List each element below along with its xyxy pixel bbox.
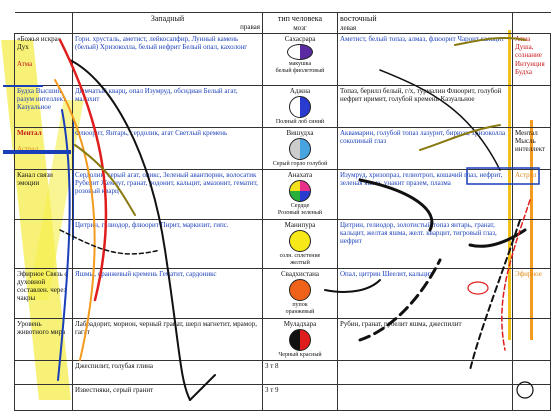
chakra-disc xyxy=(289,180,311,203)
chakra-cell: Свадхистана пупок оранжевый xyxy=(262,268,338,320)
west-stones: Горн. хрусталь, аметист, лейкосапфир, Лу… xyxy=(72,33,263,87)
east-stones: Топаз, берилл белый, г/х, турмалин Флюор… xyxy=(337,85,513,129)
level-cell xyxy=(14,219,73,270)
table-row: Канал связи эмоции Сердолик, серый агат,… xyxy=(14,169,551,221)
east-stones: Аметист, белый топаз, алмаз, флюорит Чар… xyxy=(337,33,513,87)
level-cell: Эфирное Связь с духовной составлен. чере… xyxy=(14,268,73,320)
chakra-cell: Манипура солн. сплетение желтый xyxy=(262,219,338,270)
west-stones: Сердолик, серый агат, оникс, Зеленый ава… xyxy=(72,169,263,221)
chakra-disc xyxy=(289,230,311,253)
west-stones: Флюорит, Янтарь, сердолик, агат Светлый … xyxy=(72,127,263,171)
east-stones: Изумруд, хризопраз, гелиотроп, кошачий г… xyxy=(337,169,513,221)
chakra-disc xyxy=(289,329,311,352)
level-cell: Канал связи эмоции xyxy=(14,169,73,221)
chakra-cell: Вишудха Серый горло голубой xyxy=(262,127,338,171)
far-cell: Эфирное xyxy=(512,268,551,320)
chakra-disc xyxy=(287,44,313,61)
table-row: Уровень животного мира Лабрадорит, морио… xyxy=(14,318,551,362)
east-stones: Аквамарин, голубой топаз лазурит, бирюза… xyxy=(337,127,513,171)
chakra-disc xyxy=(289,96,311,119)
east-stones: Рубин, гранат, рубелит яшма, джеспилит xyxy=(337,318,513,362)
east-stones: Опал, цитрин Шеелит, кальцит xyxy=(337,268,513,320)
chakra-cell: Анахата Сердце Розовый зеленый xyxy=(262,169,338,221)
chakra-cell: Аджна Полный лоб синий xyxy=(262,85,338,129)
chakra-disc xyxy=(289,138,311,161)
far-cell xyxy=(512,318,551,362)
far-cell xyxy=(512,219,551,270)
west-stones: Дымчатый кварц, опал Изумруд, обсидиан Б… xyxy=(72,85,263,129)
east-stones: Цитрин, гелиодор, золотистый топаз янтар… xyxy=(337,219,513,270)
level-cell xyxy=(14,360,73,386)
east-stones xyxy=(337,360,513,386)
level-cell xyxy=(14,384,73,411)
chakra-cell: Сахасрара макушка белый фиолетовый xyxy=(262,33,338,87)
table-row: Джеспилит, голубая глина 3 т 8 xyxy=(14,360,551,386)
chakra-cell: Муладхара Черный красный xyxy=(262,318,338,362)
table-row: Эфирное Связь с духовной составлен. чере… xyxy=(14,268,551,320)
far-cell xyxy=(512,384,551,411)
chakra-cell: 3 т 9 xyxy=(262,384,338,411)
east-stones xyxy=(337,384,513,411)
west-stones: Лабрадорит, морион, черный гранат, шерл … xyxy=(72,318,263,362)
west-stones: Джеспилит, голубая глина xyxy=(72,360,263,386)
level-cell: Уровень животного мира xyxy=(14,318,73,362)
chakra-cell: 3 т 8 xyxy=(262,360,338,386)
far-cell xyxy=(512,360,551,386)
table-row: Известняки, серый гранит 3 т 9 xyxy=(14,384,551,411)
chakra-name: Сахасрара xyxy=(284,35,316,44)
far-cell: Астрал xyxy=(512,169,551,221)
west-stones: Цитрин, гелиодор, флюорит Пирит, маркизи… xyxy=(72,219,263,270)
west-stones: Яшмы, оранжевый кремень Гематит, сардони… xyxy=(72,268,263,320)
table-row: Цитрин, гелиодор, флюорит Пирит, маркизи… xyxy=(14,219,551,270)
chakra-disc xyxy=(289,279,311,302)
far-cell xyxy=(512,85,551,129)
far-cell: Ментал Мысль интеллект xyxy=(512,127,551,171)
far-cell: Атма Душа, сознание Интуиция Будха xyxy=(512,33,551,87)
west-stones: Известняки, серый гранит xyxy=(72,384,263,411)
